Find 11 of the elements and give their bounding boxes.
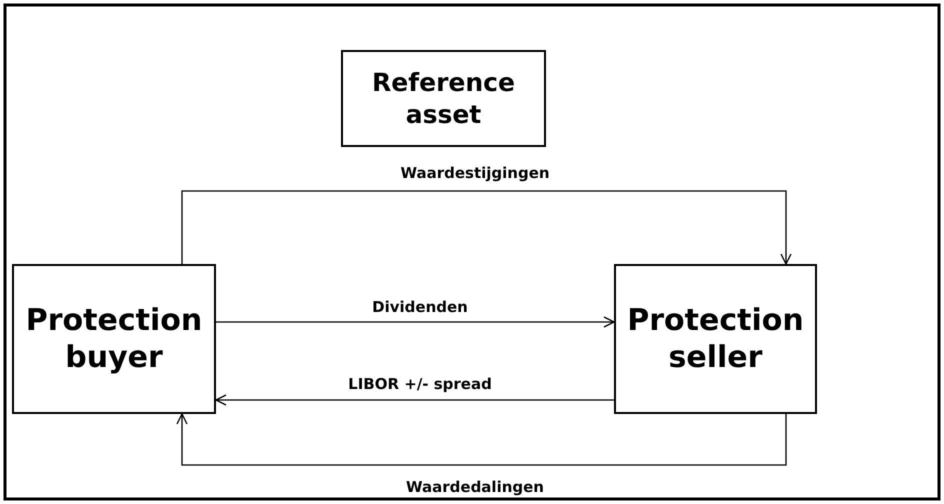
- arrow: [216, 316, 615, 328]
- entity-box: [341, 50, 546, 147]
- entity-box: [614, 264, 817, 414]
- arrow: [215, 394, 614, 406]
- arrow: [181, 190, 792, 265]
- edge-label: Waardedalingen: [404, 478, 546, 496]
- box-title: Reference asset: [371, 67, 516, 130]
- box-title: Protection buyer: [24, 302, 204, 376]
- box-title: Protection seller: [626, 302, 805, 376]
- entity-box: [12, 264, 216, 414]
- arrow: [176, 413, 787, 466]
